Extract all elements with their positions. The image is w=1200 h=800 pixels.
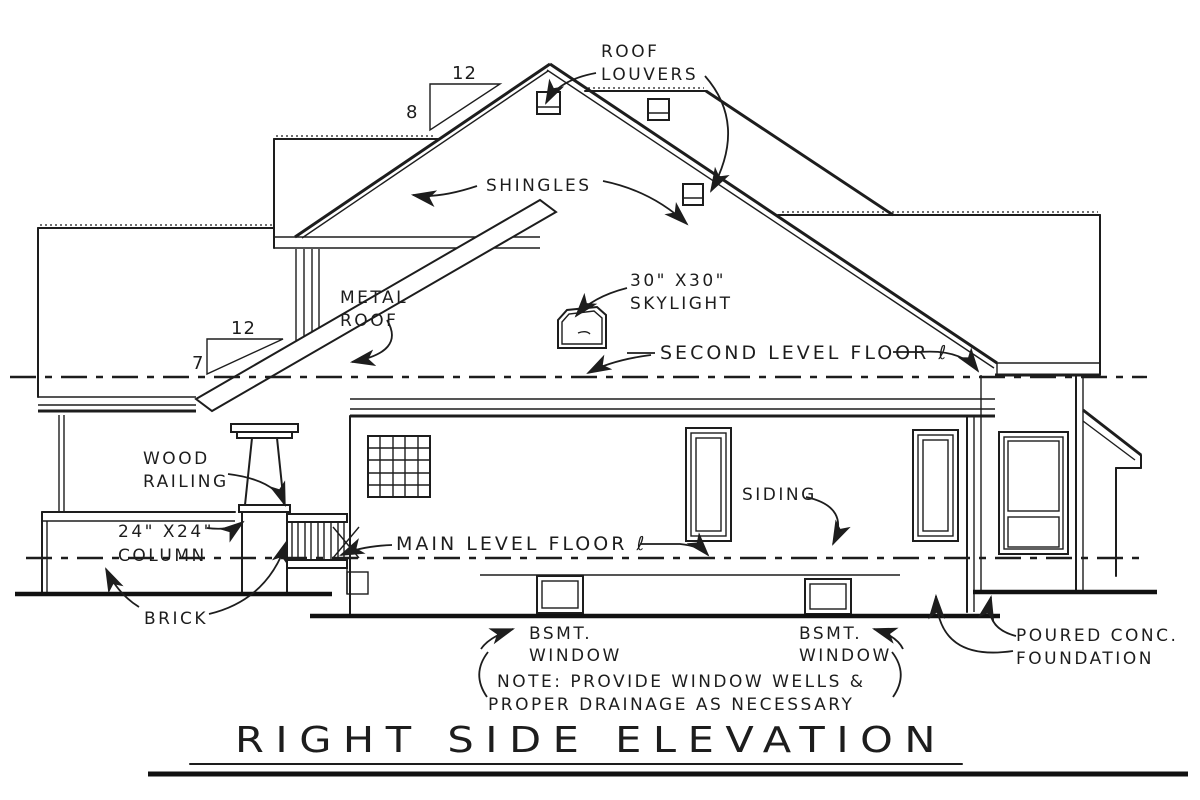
pitch-indicator-main: 12 8 — [406, 63, 503, 132]
label-foundation-1: POURED CONC. — [1016, 626, 1178, 646]
leader-column — [206, 520, 245, 543]
label-column-1: 24" X24" — [118, 522, 214, 542]
leader-bsmt-right — [871, 627, 904, 650]
drawing-title: RIGHT SIDE ELEVATION — [235, 720, 947, 761]
label-bsmt-left-2: WINDOW — [529, 646, 622, 666]
note-bracket-left — [478, 651, 489, 698]
rear-shed-roof — [1082, 408, 1142, 577]
note-bracket-right — [891, 651, 902, 698]
label-shingles: SHINGLES — [486, 176, 591, 196]
label-note-1: NOTE: PROVIDE WINDOW WELLS & — [497, 672, 866, 692]
label-brick: BRICK — [144, 609, 208, 629]
roof-louver-3 — [682, 183, 704, 206]
leader-shingles-right — [602, 180, 689, 226]
leader-brick-left — [105, 567, 140, 608]
leader-second-left — [586, 354, 652, 374]
roof-structure — [37, 62, 1101, 398]
label-wood-railing-2: RAILING — [143, 472, 229, 492]
annotations: ROOF LOUVERS SHINGLES 30" X30" SKYLIGHT … — [118, 42, 1178, 715]
grid-window — [367, 435, 431, 498]
pitch-main-rise: 8 — [406, 102, 418, 123]
pitch-indicator-porch: 12 7 — [192, 318, 284, 376]
label-skylight-1: 30" X30" — [630, 271, 726, 291]
label-bsmt-left-1: BSMT. — [529, 624, 592, 644]
roof-louver-1 — [536, 91, 561, 115]
leader-metal-roof — [349, 319, 393, 367]
leader-roof-louvers-1 — [545, 72, 597, 105]
skylight — [557, 305, 607, 349]
basement-window-left — [536, 575, 584, 614]
eave-fascia — [38, 396, 995, 418]
main-wall — [349, 415, 975, 615]
pitch-porch-run: 12 — [231, 318, 256, 339]
label-wood-railing-1: WOOD — [143, 449, 210, 469]
roof-louver-2 — [647, 98, 670, 121]
label-metal-roof-2: ROOF — [340, 311, 398, 331]
basement-window-right — [804, 578, 852, 615]
label-second-level: SECOND LEVEL FLOOR ℓ — [660, 342, 949, 364]
pitch-porch-rise: 7 — [192, 353, 204, 374]
leader-foundation-1 — [977, 594, 1017, 637]
label-roof-louvers-2: LOUVERS — [601, 65, 698, 85]
leader-siding — [805, 496, 851, 546]
label-bsmt-right-2: WINDOW — [799, 646, 892, 666]
porch — [41, 415, 369, 595]
leader-wood-railing — [227, 473, 286, 507]
leader-main-left — [339, 538, 393, 556]
label-roof-louvers-1: ROOF — [601, 42, 659, 62]
label-metal-roof-1: METAL — [340, 288, 408, 308]
label-main-level: MAIN LEVEL FLOOR ℓ — [396, 533, 647, 555]
label-bsmt-right-1: BSMT. — [799, 624, 862, 644]
leader-second-right — [893, 347, 980, 373]
porch-railing — [286, 513, 369, 595]
window-main-right — [912, 429, 959, 542]
right-bay — [980, 374, 1142, 593]
leader-bsmt-left — [480, 628, 515, 650]
pitch-main-run: 12 — [452, 63, 477, 84]
leader-lines — [105, 72, 1017, 698]
label-skylight-2: SKYLIGHT — [630, 294, 733, 314]
label-note-2: PROPER DRAINAGE AS NECESSARY — [488, 695, 854, 715]
metal-porch-roof — [194, 198, 558, 413]
label-foundation-2: FOUNDATION — [1016, 649, 1154, 669]
label-column-2: COLUMN — [118, 546, 207, 566]
bay-window — [998, 431, 1069, 555]
leader-brick-right — [208, 539, 288, 615]
leader-main-right — [640, 532, 710, 557]
leader-skylight — [574, 287, 628, 318]
window-main-left — [685, 427, 732, 542]
leader-shingles-left — [410, 185, 478, 207]
leader-foundation-2 — [928, 593, 1014, 654]
title-block: RIGHT SIDE ELEVATION — [148, 720, 1188, 777]
foundation — [15, 574, 1157, 619]
label-siding: SIDING — [742, 485, 817, 505]
leader-roof-louvers-2 — [704, 75, 730, 193]
